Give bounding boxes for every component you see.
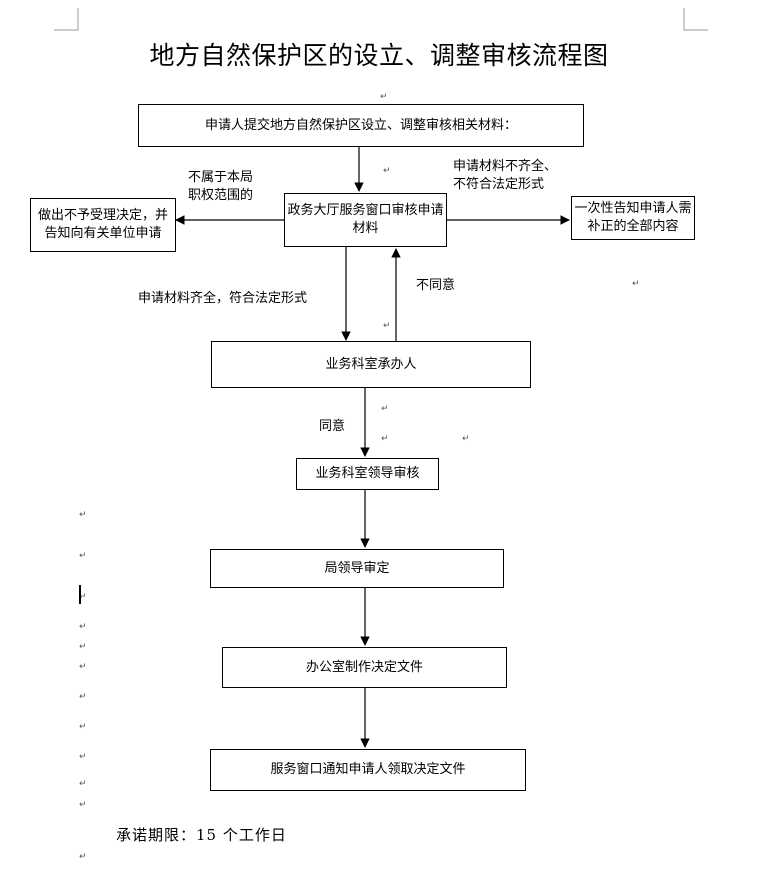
para-mark: ↵ xyxy=(79,510,87,520)
para-mark: ↵ xyxy=(383,166,391,176)
para-mark: ↵ xyxy=(79,692,87,702)
node-notify-pickup-label: 服务窗口通知申请人领取决定文件 xyxy=(270,762,466,777)
para-mark: ↵ xyxy=(381,434,389,444)
para-mark: ↵ xyxy=(79,852,87,862)
edge-label-not-in-scope-1: 不属于本局 xyxy=(188,170,254,185)
node-office-doc-label: 办公室制作决定文件 xyxy=(305,659,423,675)
para-mark: ↵ xyxy=(79,622,87,632)
para-mark: ↵ xyxy=(79,642,87,652)
para-mark: ↵ xyxy=(79,662,87,672)
node-dept-officer: 业务科室承办人 xyxy=(211,341,531,388)
corner-mark-top-right xyxy=(683,8,708,31)
node-notify-supplement: 一次性告知申请人需补正的全部内容 xyxy=(571,196,695,240)
para-mark: ↵ xyxy=(79,800,87,810)
node-dept-leader-review: 业务科室领导审核 xyxy=(296,458,439,490)
edge-label-disagree: 不同意 xyxy=(416,278,456,293)
node-reject-decision: 做出不予受理决定，并告知向有关单位申请 xyxy=(30,198,176,252)
node-bureau-leader-label: 局领导审定 xyxy=(324,560,390,576)
page-title: 地方自然保护区的设立、调整审核流程图 xyxy=(149,41,609,70)
node-window-review-label: 政务大厅服务窗口审核申请材料 xyxy=(287,203,444,236)
node-officer-label: 业务科室承办人 xyxy=(325,356,417,372)
para-mark: ↵ xyxy=(380,92,388,102)
para-mark: ↵ xyxy=(383,321,391,331)
node-submit-label: 申请人提交地方自然保护区设立、调整审核相关材料： xyxy=(204,117,517,133)
para-mark: ↵ xyxy=(79,551,87,561)
node-notify-pickup: 服务窗口通知申请人领取决定文件 xyxy=(210,749,526,791)
edge-label-incomplete-2: 不符合法定形式 xyxy=(453,177,545,192)
para-mark: ↵ xyxy=(79,722,87,732)
node-submit-materials: 申请人提交地方自然保护区设立、调整审核相关材料： xyxy=(138,104,584,147)
edge-label-not-in-scope-2: 职权范围的 xyxy=(188,188,254,203)
edge-label-agree: 同意 xyxy=(319,419,346,434)
node-dept-leader-label: 业务科室领导审核 xyxy=(315,466,420,481)
text-cursor xyxy=(79,585,81,604)
para-mark: ↵ xyxy=(79,592,87,602)
node-bureau-leader: 局领导审定 xyxy=(210,549,504,588)
node-office-document: 办公室制作决定文件 xyxy=(222,647,507,688)
node-reject-label: 做出不予受理决定，并告知向有关单位申请 xyxy=(37,208,168,241)
para-mark: ↵ xyxy=(632,279,640,289)
para-mark: ↵ xyxy=(462,434,470,444)
para-mark: ↵ xyxy=(79,752,87,762)
promise-deadline: 承诺期限：15 个工作日 xyxy=(116,826,287,844)
edge-label-incomplete-1: 申请材料不齐全、 xyxy=(453,159,558,174)
node-notify-label: 一次性告知申请人需补正的全部内容 xyxy=(574,201,692,234)
para-mark: ↵ xyxy=(79,779,87,789)
edge-label-complete: 申请材料齐全，符合法定形式 xyxy=(138,291,308,306)
node-window-review: 政务大厅服务窗口审核申请材料 xyxy=(284,193,447,247)
corner-mark-top-left xyxy=(54,8,79,31)
para-mark: ↵ xyxy=(381,404,389,414)
